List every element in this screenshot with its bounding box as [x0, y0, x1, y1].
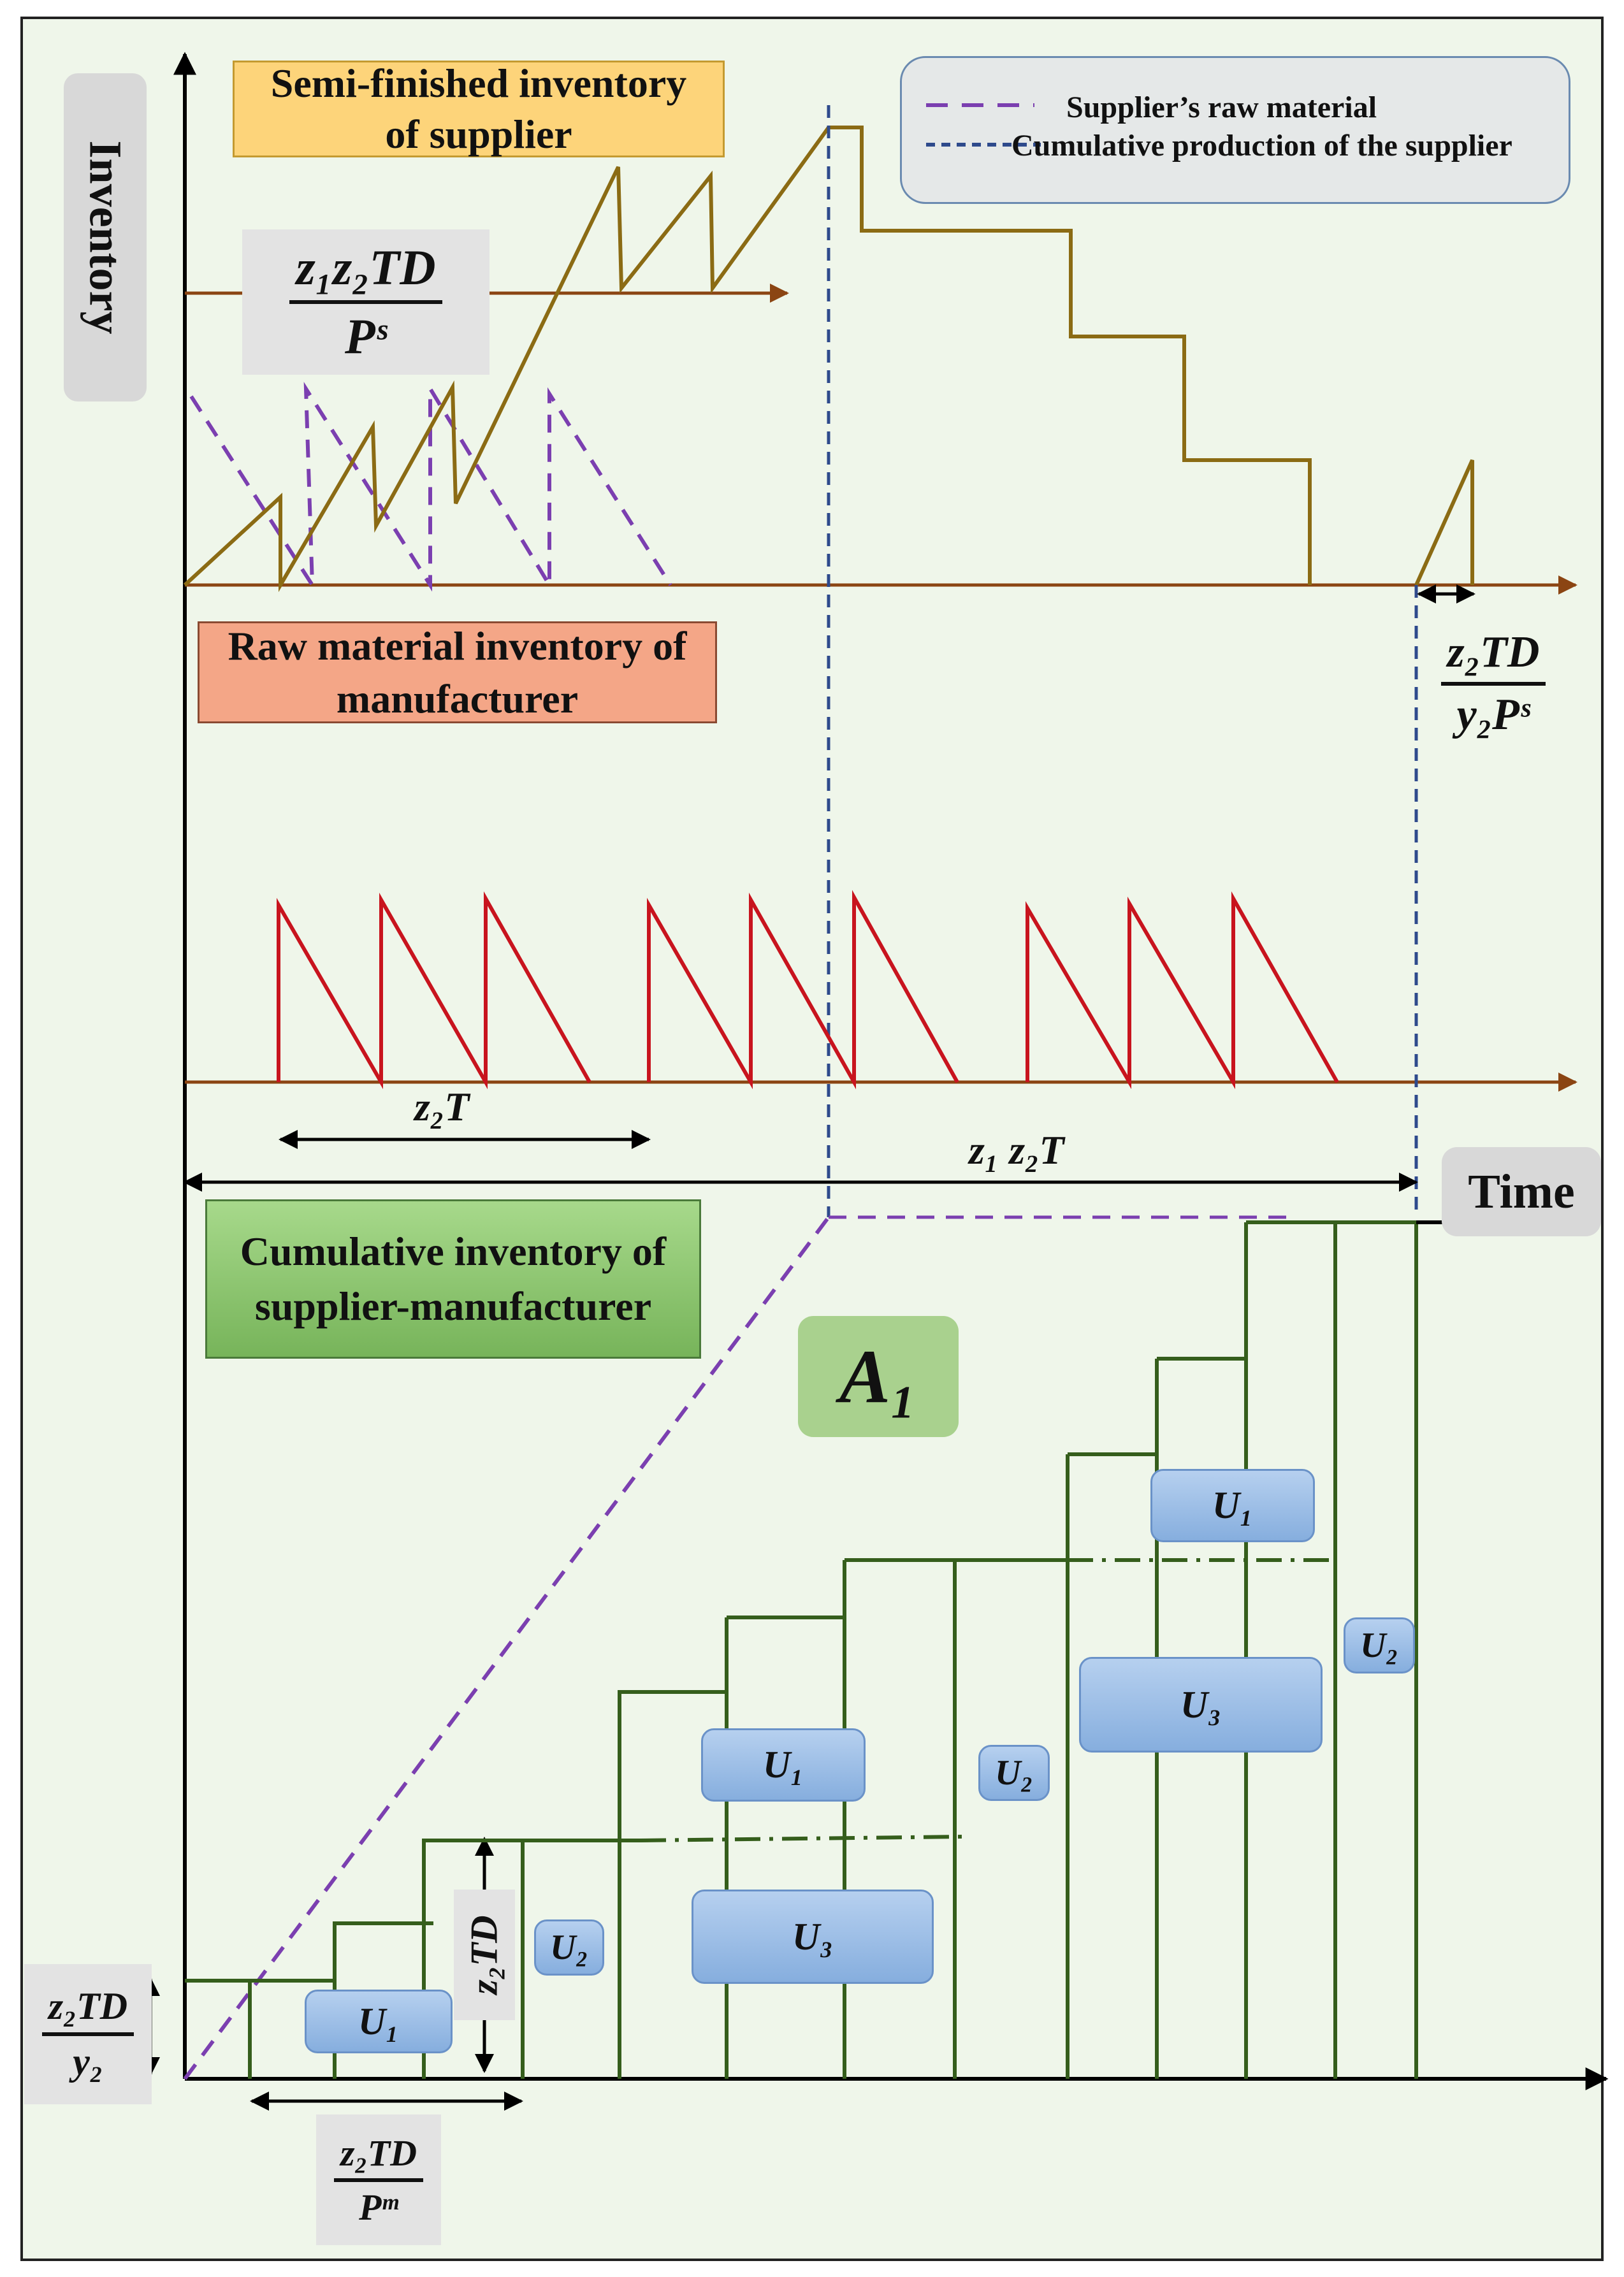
raw-material-label: Raw material inventory of manufacturer	[198, 621, 717, 723]
cycle-long-label: z₁ z₂T	[969, 1127, 1064, 1173]
region-u2-bottom: U₂	[534, 1919, 604, 1976]
y-axis-label-text: Inventory	[80, 140, 131, 335]
lot-size-numerator: z₂TD	[48, 1985, 128, 2027]
legend: Supplier’s raw material Cumulative produ…	[900, 56, 1570, 204]
step-width-fraction-bar	[333, 2178, 424, 2182]
raw-material-curve-2	[647, 890, 959, 1090]
region-u2-middle: U₂	[978, 1745, 1050, 1801]
step-width-formula: z₂TD Pᵐ	[316, 2114, 441, 2245]
region-u2-top: U₂	[1344, 1617, 1415, 1673]
raw-material-curve-1	[277, 891, 591, 1090]
legend-label-production: Cumulative production of the supplier	[1011, 129, 1512, 163]
step-height-formula: z₂TD	[454, 1890, 515, 2020]
y-axis-label: Inventory	[64, 73, 147, 401]
semi-level-numerator: z₁z₂TD	[296, 240, 436, 295]
region-u1-middle: U₁	[701, 1728, 866, 1802]
semi-level-denominator: Pˢ	[344, 308, 388, 364]
cumulative-production-diagonal	[183, 1216, 830, 2080]
semi-finished-restart	[1414, 459, 1474, 586]
area-a1-label: A₁	[798, 1316, 959, 1437]
semi-level-fraction-bar	[289, 300, 442, 304]
level-marker-1	[640, 1835, 963, 1842]
region-u1-bottom: U₁	[305, 1990, 453, 2053]
production-time-formula: z₂TD y₂Pˢ	[1423, 615, 1564, 752]
region-u1-top: U₁	[1150, 1469, 1315, 1542]
cumulative-label: Cumulative inventory of supplier-manufac…	[205, 1199, 701, 1359]
cumulative-staircase	[185, 1220, 1460, 2079]
production-time-denominator: y₂Pˢ	[1456, 690, 1530, 739]
semi-finished-label: Semi-finished inventory of supplier	[233, 61, 725, 157]
raw-material-curve-3	[1026, 891, 1339, 1090]
cycle-short-label: z₂T	[414, 1084, 470, 1129]
x-axis-label: Time	[1442, 1147, 1601, 1236]
lot-size-formula: z₂TD y₂	[24, 1964, 152, 2104]
lot-size-denominator: y₂	[73, 2041, 103, 2083]
region-u3-top: U₃	[1079, 1657, 1323, 1753]
step-width-denominator: Pᵐ	[359, 2186, 398, 2228]
supplier-raw-material-curve	[189, 382, 672, 592]
legend-label-raw-material: Supplier’s raw material	[1066, 90, 1377, 124]
production-time-numerator: z₂TD	[1447, 627, 1540, 677]
semi-finished-curve	[183, 126, 1312, 593]
step-height-text: z₂TD	[463, 1915, 505, 1995]
step-width-numerator: z₂TD	[340, 2132, 417, 2174]
semi-level-formula: z₁z₂TD Pˢ	[242, 229, 489, 375]
region-u3-middle: U₃	[692, 1890, 934, 1984]
production-time-fraction-bar	[1440, 681, 1546, 686]
legend-swatch-raw-material	[926, 103, 1034, 107]
legend-swatch-production	[926, 143, 1041, 147]
lot-size-fraction-bar	[41, 2032, 134, 2036]
